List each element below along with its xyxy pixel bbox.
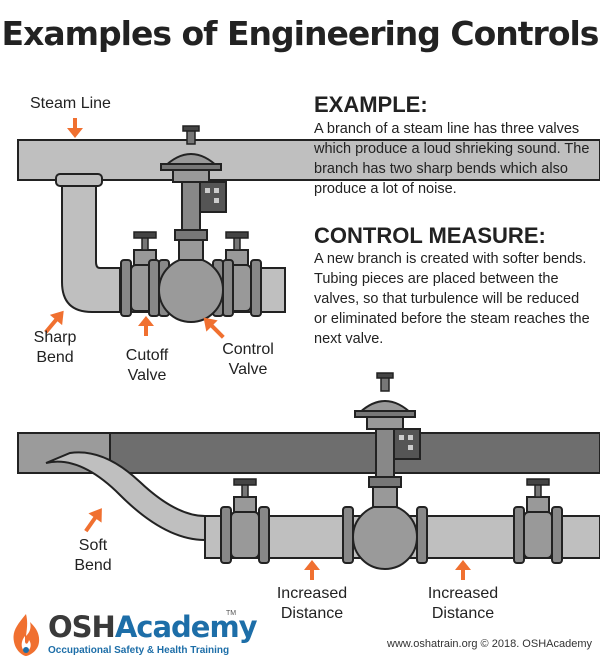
logo-wordmark-osh: OSH <box>48 610 116 644</box>
soft-bend-arrow <box>84 508 102 533</box>
sharp-bend-label: Sharp Bend <box>20 328 90 368</box>
logo-tagline: Occupational Safety & Health Training <box>48 645 230 656</box>
logo-wordmark: OSHAcademy <box>48 610 258 644</box>
control-heading: CONTROL MEASURE: <box>314 223 546 248</box>
example-text: A branch of a steam line has three valve… <box>314 121 590 197</box>
oshacademy-logo: OSHAcademy TM Occupational Safety & Heal… <box>8 610 258 660</box>
increased-distance-b-line1: Increased <box>427 585 499 602</box>
page-title: Examples of Engineering Controls <box>1 14 600 53</box>
steam-line-bottom <box>17 432 600 474</box>
sharp-bend-label-line2: Bend <box>36 349 74 366</box>
sharp-bend-label-line1: Sharp <box>33 329 77 346</box>
control-valve-label-line2: Valve <box>228 361 268 378</box>
cutoff-valve-arrow <box>138 316 154 336</box>
increased-distance-arrow-a <box>304 560 320 580</box>
cutoff-valve-label: Cutoff Valve <box>112 346 182 386</box>
logo-trademark: TM <box>226 610 237 617</box>
soft-bend-label-line2: Bend <box>74 557 112 574</box>
increased-distance-a-line2: Distance <box>280 605 344 622</box>
increased-distance-b-line2: Distance <box>431 605 495 622</box>
cutoff-valve-bottom <box>220 478 270 564</box>
footer-credit: www.oshatrain.org © 2018. OSHAcademy <box>387 638 592 650</box>
flame-icon <box>13 614 40 656</box>
increased-distance-arrow-b <box>455 560 471 580</box>
steam-line-label: Steam Line <box>30 95 111 112</box>
increased-distance-a-line1: Increased <box>276 585 348 602</box>
soft-bend-label: Soft Bend <box>58 536 128 576</box>
increased-distance-label-b: Increased Distance <box>413 584 513 624</box>
control-text: A new branch is created with softer bend… <box>314 251 590 347</box>
control-valve-label: Control Valve <box>208 340 288 380</box>
cutoff-valve-label-line1: Cutoff <box>125 347 169 364</box>
logo-wordmark-academy: Academy <box>114 610 258 644</box>
steam-line-arrow <box>67 118 83 138</box>
control-valve-arrow <box>203 317 225 339</box>
cutoff-valve-label-line2: Valve <box>127 367 167 384</box>
increased-distance-label-a: Increased Distance <box>262 584 362 624</box>
example-heading: EXAMPLE: <box>314 92 428 117</box>
downstream-valve-bottom <box>513 478 563 564</box>
steam-line-top <box>17 139 600 181</box>
soft-bend-label-line1: Soft <box>78 537 108 554</box>
control-valve-label-line1: Control <box>222 341 274 358</box>
sharp-bend-arrow <box>44 310 64 334</box>
